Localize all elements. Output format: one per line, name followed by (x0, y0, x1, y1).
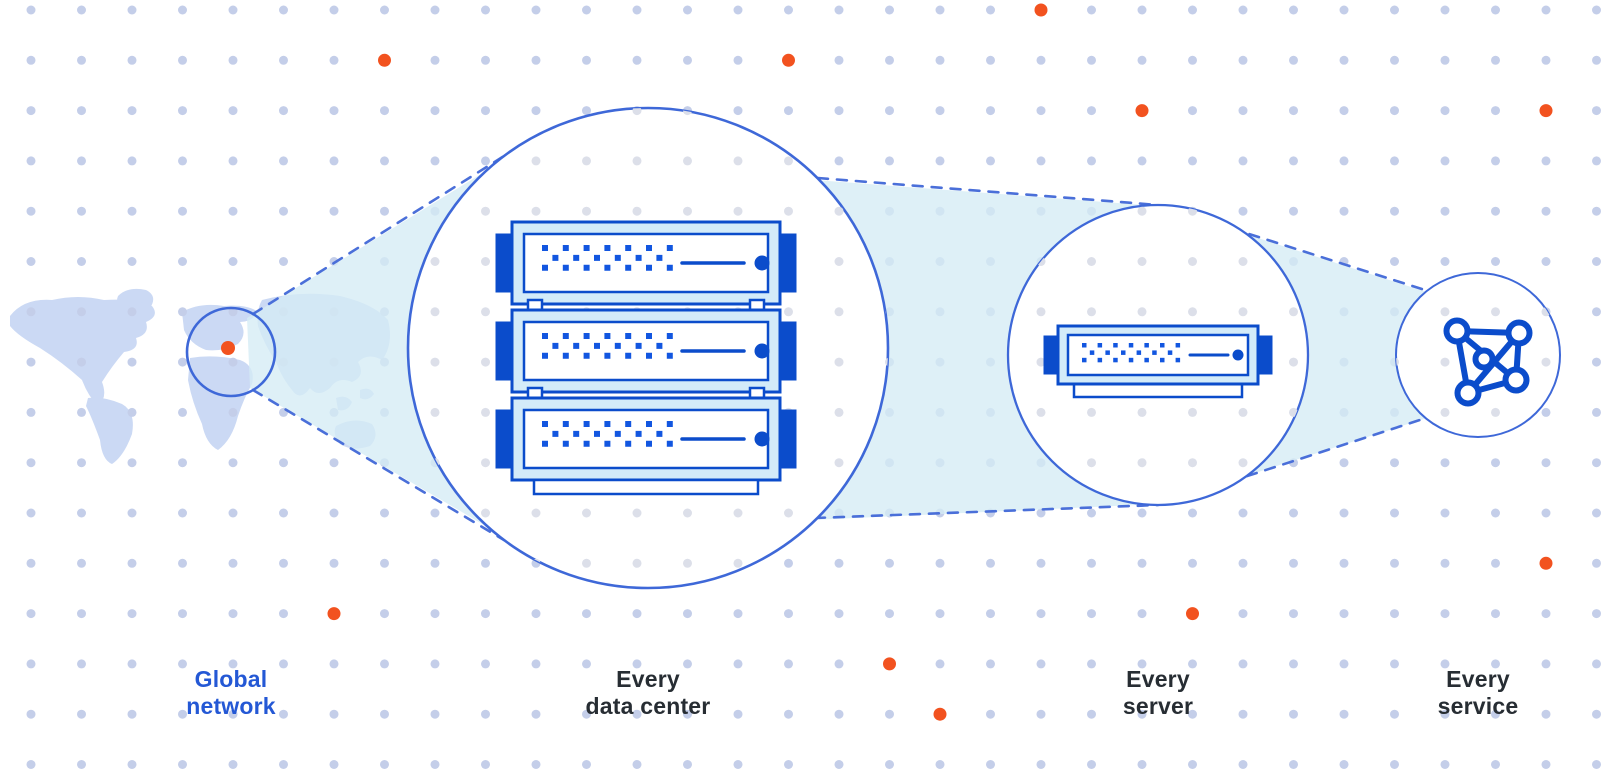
server-vents (542, 333, 673, 359)
single-server-icon (1043, 324, 1273, 399)
network-node (1505, 319, 1533, 347)
server-unit (495, 220, 797, 306)
rack-base (532, 478, 760, 496)
map-focus-circle (185, 306, 277, 398)
server-unit (495, 308, 797, 394)
label-line: server (1122, 693, 1194, 719)
map-south-america (86, 397, 133, 464)
label-line: Every (1446, 666, 1510, 692)
server-vents (542, 245, 673, 271)
server-unit (495, 396, 797, 482)
map-location-dot (221, 341, 235, 355)
network-icon (1443, 317, 1533, 407)
map-europe (182, 304, 258, 351)
network-node (1502, 366, 1530, 394)
server-led (754, 431, 770, 447)
server-rack-icon (495, 220, 797, 496)
server-vents (1082, 343, 1181, 363)
map-north-america (10, 297, 155, 406)
label-line: Global (194, 666, 268, 692)
stage-label-every-server: Every server (1123, 666, 1193, 720)
label-line: Every (1126, 666, 1190, 692)
stage-label-every-service: Every service (1438, 666, 1519, 720)
beam-dash-left-bottom (251, 388, 506, 542)
label-line: Every (616, 666, 680, 692)
stage-label-global-network: Global network (186, 666, 276, 720)
server-vents (542, 421, 673, 447)
stage-label-every-data-center: Every data center (586, 666, 711, 720)
label-line: network (186, 693, 276, 719)
label-line: service (1437, 693, 1519, 719)
server-led (754, 255, 770, 271)
network-node (1454, 379, 1482, 407)
server-led (1232, 349, 1244, 361)
beam-dash-left-top (251, 154, 506, 316)
network-node (1443, 317, 1471, 345)
network-center-node (1472, 347, 1496, 371)
label-line: data center (585, 693, 711, 719)
map-africa (188, 356, 253, 450)
server-led (754, 343, 770, 359)
